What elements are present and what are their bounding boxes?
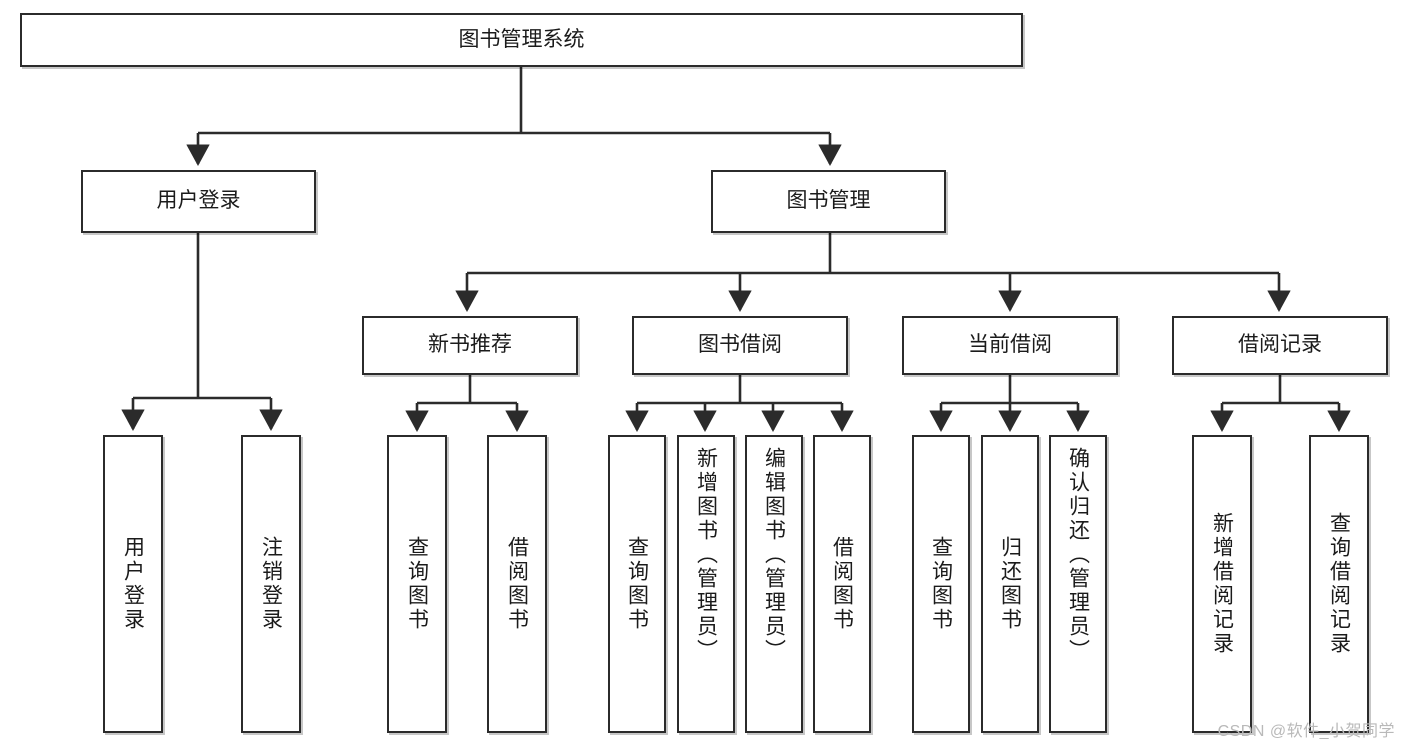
leaf-borrow-borrow-book[interactable]: 借阅图书: [813, 435, 871, 733]
node-user-login[interactable]: 用户登录: [81, 170, 316, 233]
node-book-borrow[interactable]: 图书借阅: [632, 316, 848, 375]
node-label: 新增借阅记录: [1210, 512, 1234, 656]
watermark-text: CSDN @软件_小贺同学: [1217, 723, 1395, 740]
node-book-management[interactable]: 图书管理: [711, 170, 946, 233]
leaf-recommend-query-book[interactable]: 查询图书: [387, 435, 447, 733]
node-label: 图书借阅: [698, 333, 782, 357]
node-label: 当前借阅: [968, 333, 1052, 357]
node-label: 新增图书（管理员）: [694, 447, 718, 663]
leaf-recommend-borrow-book[interactable]: 借阅图书: [487, 435, 547, 733]
leaf-borrow-edit-book-admin[interactable]: 编辑图书（管理员）: [745, 435, 803, 733]
leaf-user-logout[interactable]: 注销登录: [241, 435, 301, 733]
node-label: 编辑图书（管理员）: [762, 447, 786, 663]
leaf-user-login[interactable]: 用户登录: [103, 435, 163, 733]
leaf-current-query-book[interactable]: 查询图书: [912, 435, 970, 733]
node-label: 借阅图书: [505, 536, 529, 632]
node-label: 借阅图书: [830, 536, 854, 632]
node-label: 查询图书: [625, 536, 649, 632]
node-label: 新书推荐: [428, 333, 512, 357]
node-label: 用户登录: [121, 536, 145, 632]
node-borrow-records[interactable]: 借阅记录: [1172, 316, 1388, 375]
node-label: 注销登录: [259, 536, 283, 632]
node-label: 用户登录: [156, 189, 241, 213]
leaf-records-query-record[interactable]: 查询借阅记录: [1309, 435, 1369, 733]
node-label: 查询借阅记录: [1327, 512, 1351, 656]
node-new-book-recommend[interactable]: 新书推荐: [362, 316, 578, 375]
leaf-current-return-book[interactable]: 归还图书: [981, 435, 1039, 733]
node-label: 查询图书: [929, 536, 953, 632]
leaf-records-add-record[interactable]: 新增借阅记录: [1192, 435, 1252, 733]
node-label: 图书管理系统: [458, 27, 585, 51]
node-label: 查询图书: [405, 536, 429, 632]
leaf-current-confirm-return-admin[interactable]: 确认归还（管理员）: [1049, 435, 1107, 733]
node-current-borrow[interactable]: 当前借阅: [902, 316, 1118, 375]
node-label: 确认归还（管理员）: [1066, 447, 1090, 663]
node-label: 图书管理: [786, 189, 871, 213]
node-root-system[interactable]: 图书管理系统: [20, 13, 1023, 67]
node-label: 借阅记录: [1238, 333, 1322, 357]
node-label: 归还图书: [998, 536, 1022, 632]
leaf-borrow-query-book[interactable]: 查询图书: [608, 435, 666, 733]
leaf-borrow-add-book-admin[interactable]: 新增图书（管理员）: [677, 435, 735, 733]
